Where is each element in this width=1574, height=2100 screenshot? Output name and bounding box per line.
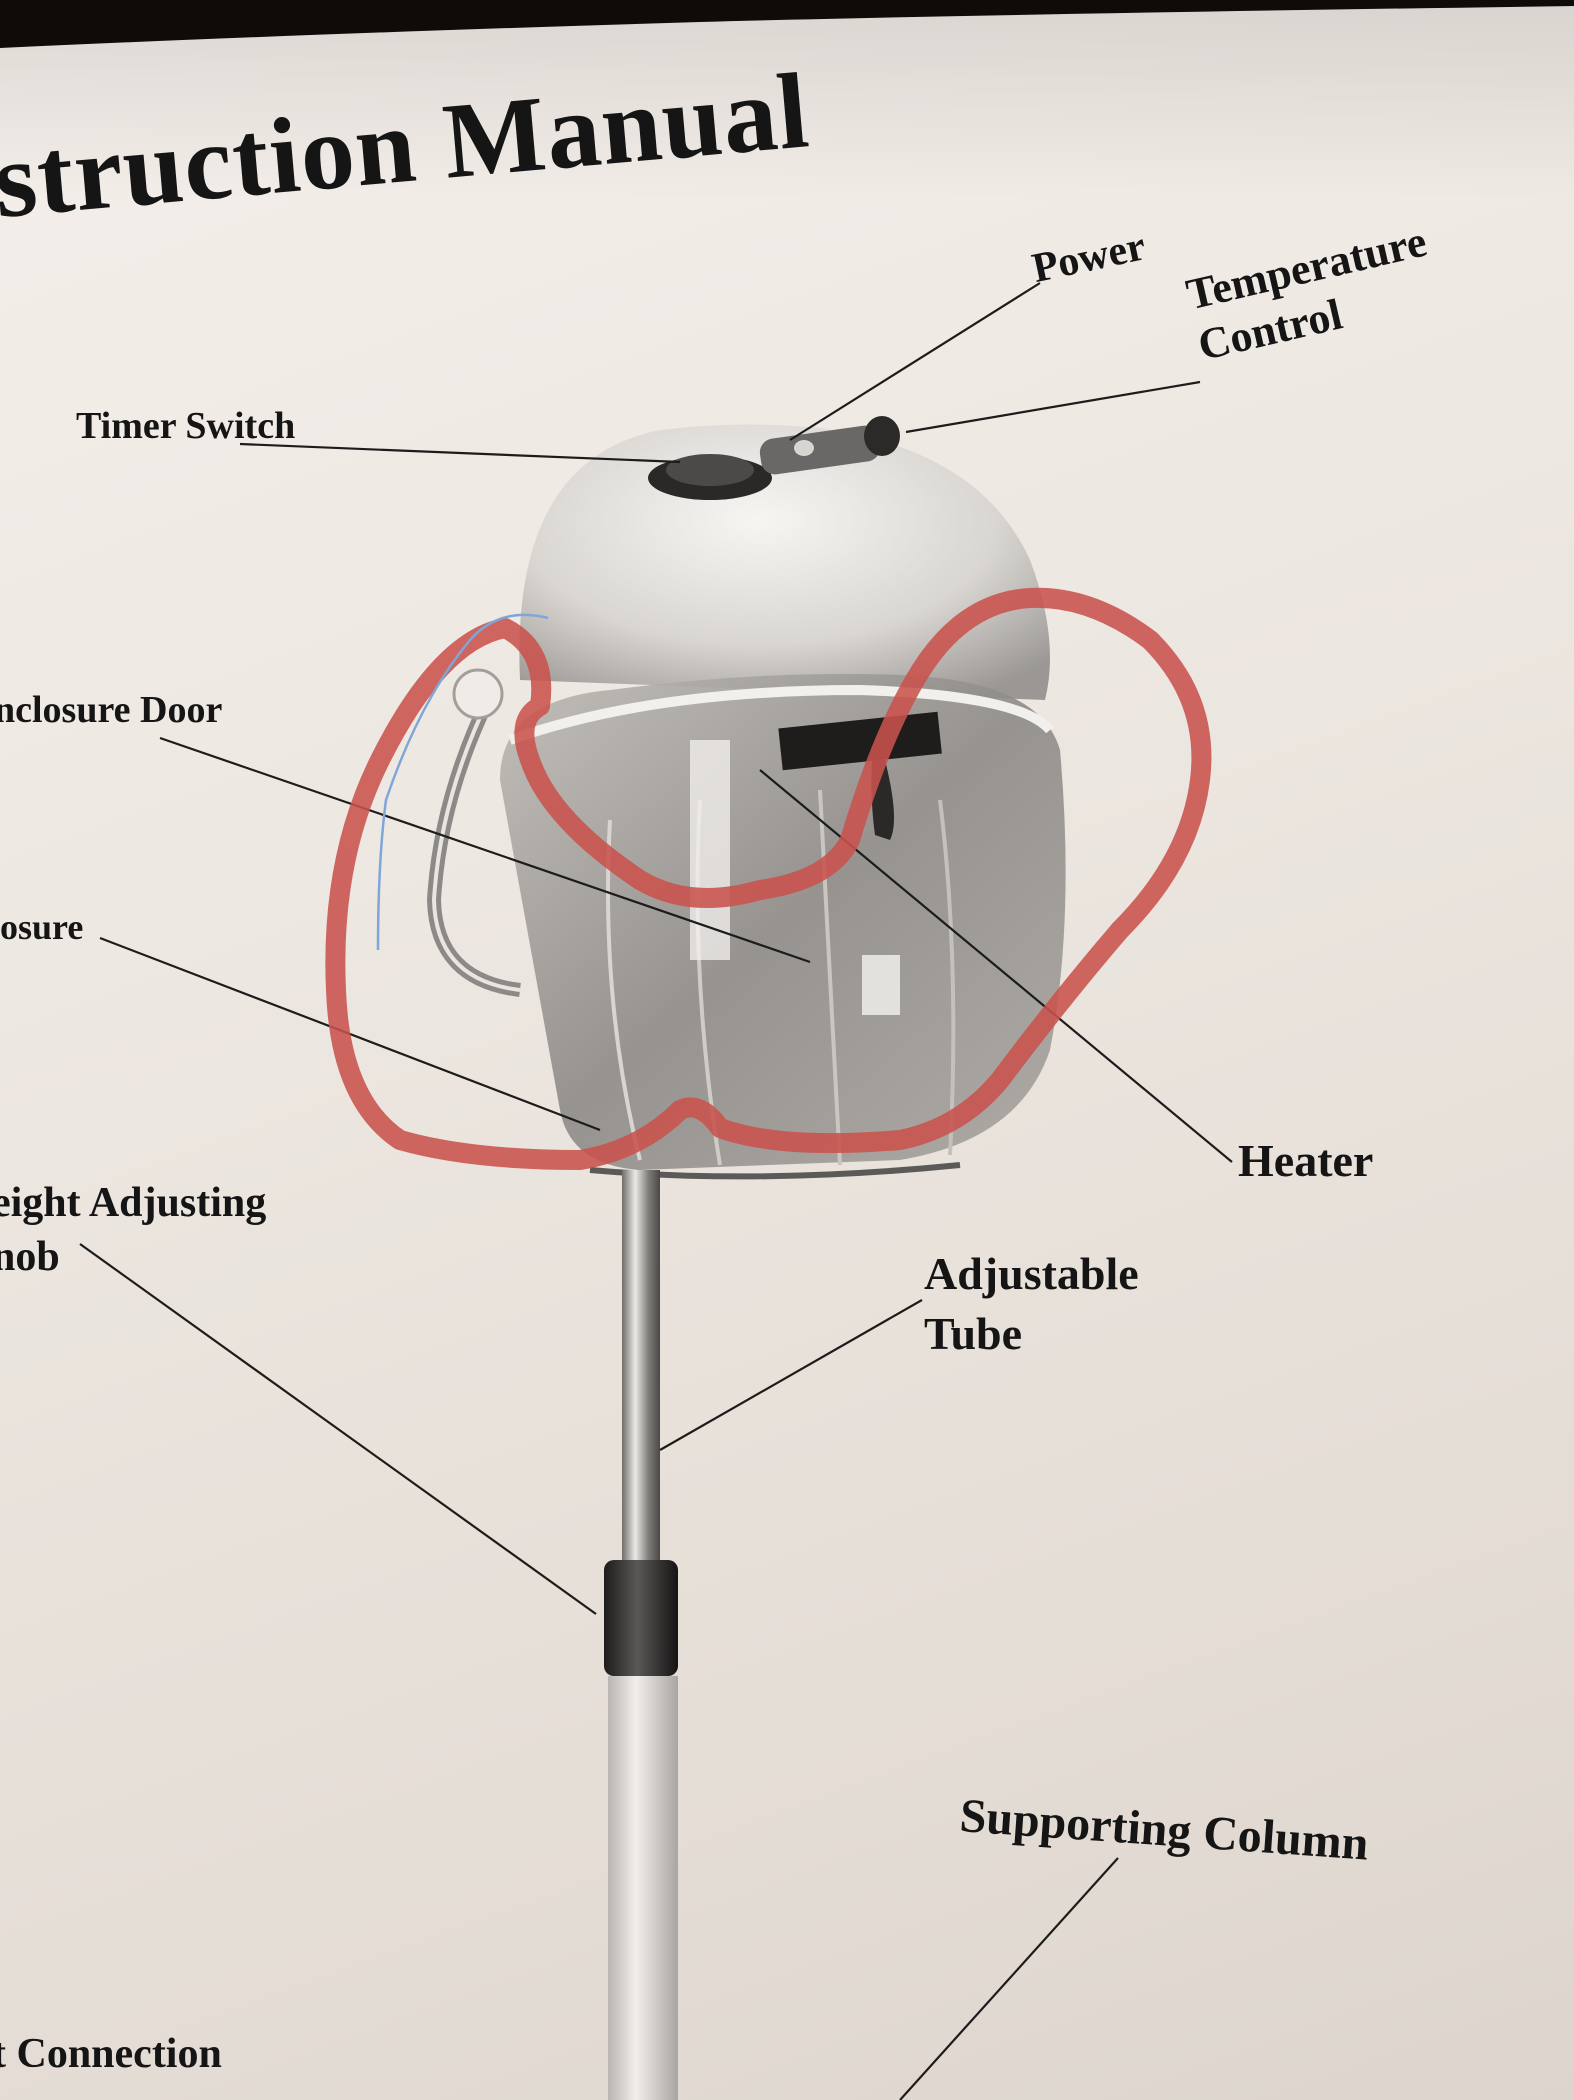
label-timer-switch: Timer Switch: [76, 404, 295, 448]
supporting-column-shape: [608, 1676, 678, 2100]
label-height-line1: eight Adjusting: [0, 1176, 266, 1230]
label-height-line2: nob: [0, 1230, 266, 1284]
label-adjustable-tube: Adjustable Tube: [924, 1244, 1139, 1364]
label-heater: Heater: [1238, 1134, 1373, 1187]
label-connection: t Connection: [0, 2030, 222, 2078]
adjustable-tube-shape: [622, 1170, 660, 1570]
label-tube-line1: Adjustable: [924, 1244, 1139, 1304]
label-height-adjusting-knob: eight Adjusting nob: [0, 1176, 266, 1284]
leader-column: [900, 1858, 1118, 2100]
label-enclosure-door: nclosure Door: [0, 688, 222, 732]
leader-temperature: [906, 382, 1200, 432]
leader-tube: [660, 1300, 922, 1450]
leader-height: [80, 1244, 596, 1614]
label-tube-line2: Tube: [924, 1304, 1139, 1364]
door-arm: [434, 670, 520, 990]
label-enclosure: losure: [0, 906, 83, 948]
height-knob-shape: [604, 1560, 678, 1676]
